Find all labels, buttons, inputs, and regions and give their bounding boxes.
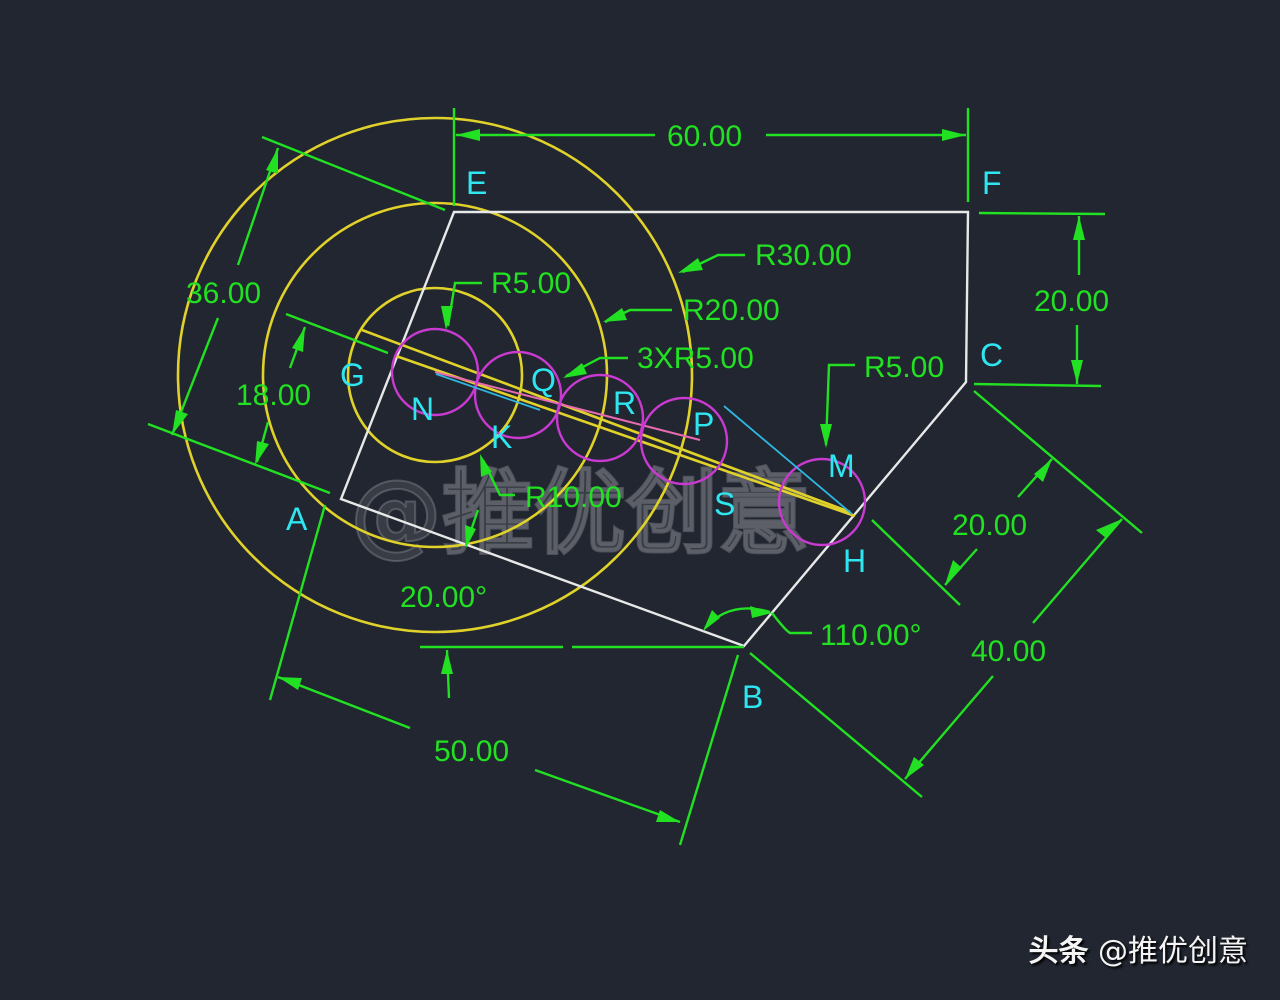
- point-label-k: K: [491, 419, 512, 455]
- dim-110deg-label: 110.00°: [820, 619, 922, 652]
- r5-circles: [390, 327, 867, 547]
- dim-36-label: 36.00: [186, 277, 261, 310]
- leader-3xr5: 3XR5.00: [563, 342, 754, 378]
- dimension-top-60: 60.00: [452, 108, 970, 206]
- r5-top-label: R5.00: [491, 267, 571, 300]
- dimension-right-20-angled: 20.00: [871, 390, 1143, 606]
- point-label-n: N: [411, 391, 434, 427]
- point-label-q: Q: [531, 362, 556, 398]
- part-outline: [339, 210, 970, 648]
- circle-m: [777, 457, 867, 547]
- 3xr5-label: 3XR5.00: [637, 342, 754, 375]
- credit-watermark: 头条 @推优创意: [1028, 926, 1248, 970]
- point-labels: E F C B A G N K Q R P S M H: [286, 165, 1003, 715]
- tangent-line-ph: [723, 405, 853, 515]
- dim-60-label: 60.00: [667, 120, 742, 153]
- slot-line-upper: [361, 328, 851, 514]
- leader-r30: R30.00: [678, 239, 852, 274]
- slot-lines: [361, 328, 856, 518]
- dim-50-label: 50.00: [434, 735, 509, 768]
- r10-label: R10.00: [525, 481, 622, 514]
- circle-p: [639, 396, 729, 486]
- dimension-right-20: 20.00: [973, 211, 1109, 388]
- r5-right-label: R5.00: [864, 351, 944, 384]
- circle-n: [390, 327, 480, 417]
- leader-r20: R20.00: [603, 294, 780, 327]
- circle-r10: [346, 286, 524, 464]
- credit-source: 头条: [1028, 934, 1089, 969]
- dimension-right-40: 40.00: [749, 518, 1123, 798]
- point-label-p: P: [693, 406, 714, 442]
- point-label-m: M: [828, 448, 855, 484]
- dimension-bottom-50: 50.00: [268, 504, 740, 846]
- point-label-s: S: [714, 486, 735, 522]
- dim-40-label: 40.00: [971, 635, 1046, 668]
- leader-r5-top: R5.00: [441, 267, 571, 330]
- dim-20deg-label: 20.00°: [400, 581, 487, 614]
- slot-line-lower: [395, 354, 856, 518]
- dimension-angle-110: 110.00°: [703, 606, 922, 652]
- point-label-r: R: [613, 385, 636, 421]
- tangent-line-nk: [435, 373, 541, 411]
- point-label-h: H: [843, 543, 866, 579]
- circle-k: [473, 350, 563, 440]
- watermark-text: @推优创意: [350, 460, 810, 567]
- dim-20-vertical-label: 20.00: [1034, 285, 1109, 318]
- dimension-angle-20: 20.00°: [400, 581, 744, 699]
- r30-label: R30.00: [755, 239, 852, 272]
- point-label-a: A: [286, 501, 308, 537]
- leader-r10: R10.00: [464, 454, 622, 548]
- leader-r5-right: R5.00: [820, 351, 944, 448]
- r20-label: R20.00: [683, 294, 780, 327]
- point-label-c: C: [980, 337, 1003, 373]
- point-label-g: G: [340, 357, 365, 393]
- circle-r30: [176, 116, 694, 634]
- dim-20-angled-label: 20.00: [952, 509, 1027, 542]
- credit-handle: @推优创意: [1098, 934, 1248, 969]
- dim-18-label: 18.00: [236, 379, 311, 412]
- slot-centerline: [434, 371, 701, 441]
- circle-r: [555, 373, 645, 463]
- dimension-left-36: 36.00: [147, 135, 446, 495]
- point-label-e: E: [466, 165, 487, 201]
- point-label-b: B: [742, 679, 763, 715]
- point-label-f: F: [982, 165, 1002, 201]
- dimension-left-18: 18.00: [236, 312, 389, 465]
